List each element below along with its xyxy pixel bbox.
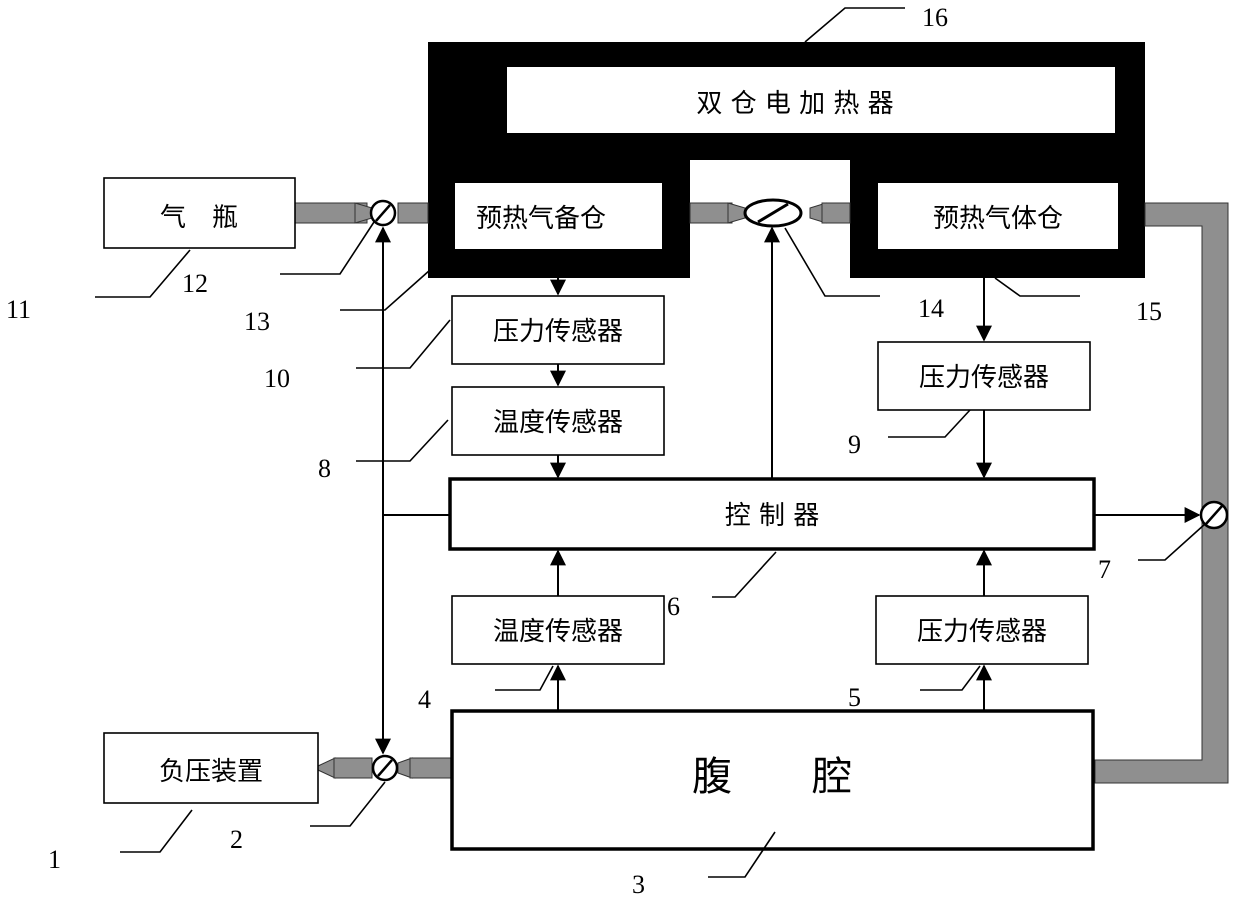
pipe-valve14-gas <box>822 203 850 223</box>
preheat-backup-chamber-label: 预热气备仓 <box>476 204 606 234</box>
ref-9: 9 <box>848 430 861 459</box>
pressure-sensor-right-top-label: 压力传感器 <box>919 363 1049 393</box>
negative-pressure-device-label: 负压装置 <box>159 757 263 787</box>
ref-15: 15 <box>1136 297 1162 326</box>
temperature-sensor-top-label: 温度传感器 <box>493 408 623 438</box>
pipe-negative-valve <box>334 758 372 778</box>
ref-4: 4 <box>418 685 431 714</box>
ref-12: 12 <box>182 269 208 298</box>
leader-10 <box>356 320 450 368</box>
temperature-sensor-top: 温度传感器 <box>452 387 664 455</box>
preheat-gas-chamber-label: 预热气体仓 <box>933 204 1063 234</box>
ref-11: 11 <box>6 295 31 324</box>
gas-cylinder: 气 瓶 <box>104 178 295 248</box>
pressure-sensor-right-top: 压力传感器 <box>878 342 1090 410</box>
abdominal-cavity-label: 腹 腔 <box>692 754 852 800</box>
heater-label: 双 仓 电 加 热 器 <box>696 89 893 119</box>
ref-2: 2 <box>230 825 243 854</box>
pressure-sensor-left-label: 压力传感器 <box>493 317 623 347</box>
leader-2 <box>310 782 385 826</box>
leader-13b <box>340 270 430 310</box>
controller: 控 制 器 <box>450 479 1094 549</box>
valve-2 <box>373 756 397 780</box>
leader-15 <box>995 278 1080 296</box>
pipe-valve14-taper-left <box>728 203 745 223</box>
leader-1 <box>120 810 192 852</box>
preheat-backup-chamber: 预热气备仓 <box>455 183 662 249</box>
leader-12 <box>95 250 190 297</box>
ref-6: 6 <box>667 592 680 621</box>
temperature-sensor-bottom-label: 温度传感器 <box>493 617 623 647</box>
gas-cylinder-label: 气 瓶 <box>160 203 238 233</box>
pressure-sensor-bottom: 压力传感器 <box>876 596 1088 664</box>
leader-5 <box>920 666 980 690</box>
preheat-gas-chamber: 预热气体仓 <box>878 183 1118 249</box>
pipe-right-loop <box>1095 203 1228 783</box>
abdominal-cavity: 腹 腔 <box>452 711 1093 849</box>
ref-10: 10 <box>264 364 290 393</box>
ref-3: 3 <box>632 870 645 899</box>
pipe-negative-left-taper <box>318 758 335 778</box>
pipe-cylinder-taper <box>355 203 372 223</box>
pressure-sensor-bottom-label: 压力传感器 <box>917 617 1047 647</box>
pipe-backup-valve14 <box>690 203 732 223</box>
leader-16 <box>805 8 905 42</box>
ref-13: 13 <box>244 307 270 336</box>
leader-4 <box>495 666 553 690</box>
valve-14 <box>745 200 801 226</box>
controller-label: 控 制 器 <box>725 501 820 531</box>
ref-8: 8 <box>318 454 331 483</box>
ref-5: 5 <box>848 683 861 712</box>
leader-7 <box>1138 524 1205 560</box>
leader-6 <box>712 552 776 597</box>
negative-pressure-device: 负压装置 <box>104 733 318 803</box>
pressure-sensor-left: 压力传感器 <box>452 296 664 364</box>
pipe-valve-backup <box>398 203 428 223</box>
pipe-valve2-abdomen <box>410 758 455 778</box>
valve-13 <box>371 201 395 225</box>
leader-8 <box>356 420 448 461</box>
temperature-sensor-bottom: 温度传感器 <box>452 596 664 664</box>
ref-16: 16 <box>922 3 948 32</box>
ref-7: 7 <box>1098 555 1111 584</box>
ref-14: 14 <box>918 294 944 323</box>
leader-9 <box>888 410 970 437</box>
ref-1: 1 <box>48 845 61 874</box>
